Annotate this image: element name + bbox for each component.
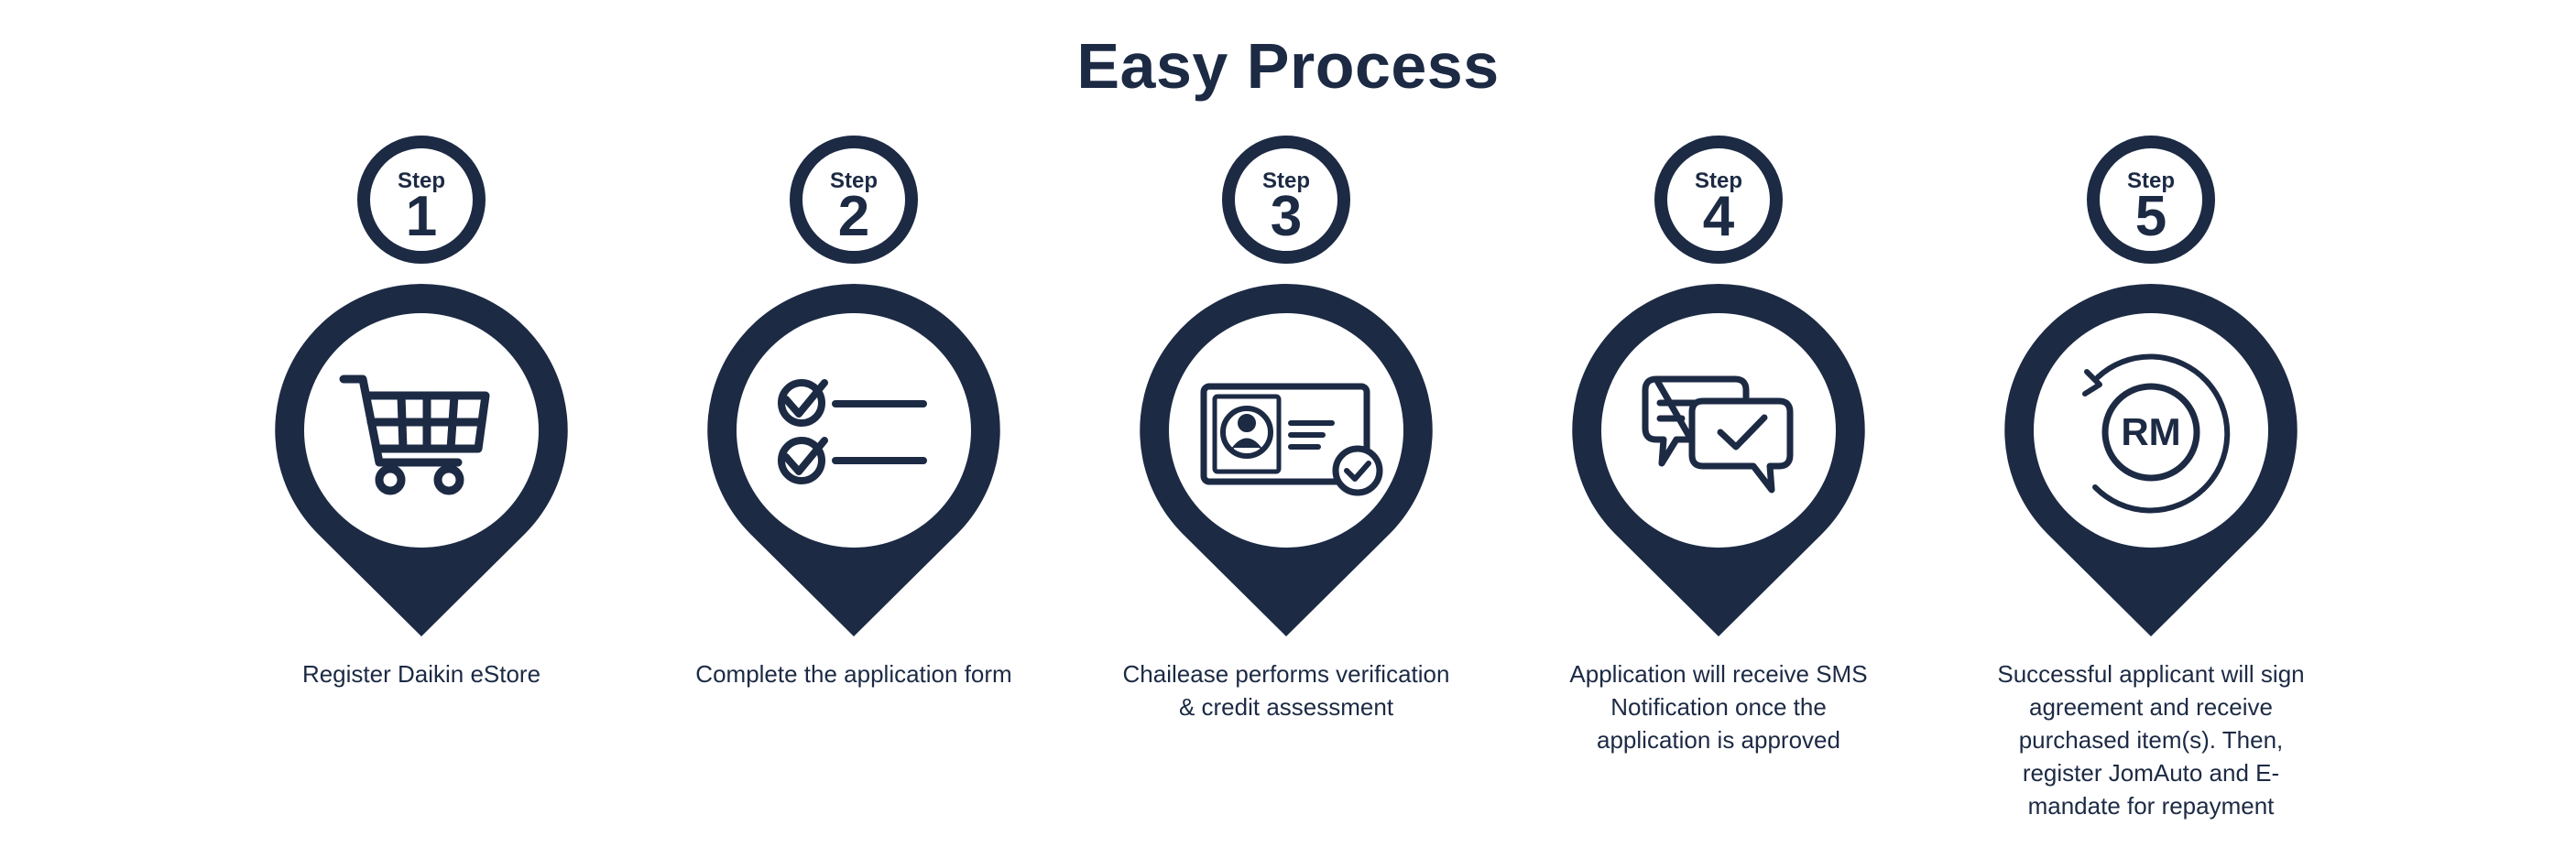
step-label: Step: [1261, 168, 1310, 193]
rm-icon-text: RM: [2121, 410, 2180, 453]
location-pin: RM: [2004, 284, 2298, 636]
step-badge: Step 1: [357, 136, 486, 264]
shopping-cart-icon: [339, 375, 490, 495]
step-label: Step: [2126, 168, 2175, 193]
step-number: 1: [405, 185, 438, 248]
step-number: 4: [1702, 185, 1735, 248]
step-4: Step 4 Application will receive SMS Noti…: [1526, 0, 1911, 858]
step-caption: Successful applicant will sign agreement…: [1997, 660, 2305, 820]
step-caption: Complete the application form: [695, 660, 1012, 688]
id-card-verified-icon: [1200, 383, 1383, 496]
step-1: Step 1 Register Daikin eStore: [229, 0, 614, 858]
location-pin: [1140, 284, 1433, 636]
step-label: Step: [829, 168, 878, 193]
step-number: 3: [1270, 185, 1303, 248]
page-title: Easy Process: [1076, 30, 1500, 102]
step-2: Step 2 Complete the application form: [661, 0, 1046, 858]
location-pin: [707, 284, 1000, 636]
step-caption: Chailease performs verification & credit…: [1122, 660, 1450, 721]
chat-bubbles-check-icon: [1642, 375, 1794, 494]
location-pin: [275, 284, 568, 636]
step-badge: Step 2: [790, 136, 918, 264]
step-badge: Step 5: [2087, 136, 2215, 264]
rm-repayment-cycle-icon: RM: [2082, 353, 2231, 514]
step-label: Step: [397, 168, 445, 193]
step-caption: Register Daikin eStore: [301, 660, 541, 688]
step-caption: Application will receive SMS Notificatio…: [1569, 660, 1868, 754]
step-badge: Step 4: [1654, 136, 1783, 264]
step-label: Step: [1694, 168, 1742, 193]
step-5: Step 5 RM Successful applicant will sign…: [1959, 0, 2343, 858]
step-badge: Step 3: [1222, 136, 1350, 264]
location-pin: [1572, 284, 1865, 636]
checklist-form-icon: [778, 379, 927, 484]
step-number: 2: [837, 185, 870, 248]
step-number: 5: [2134, 185, 2167, 248]
step-3: Step 3 Chailease performs verification &…: [1094, 0, 1479, 858]
